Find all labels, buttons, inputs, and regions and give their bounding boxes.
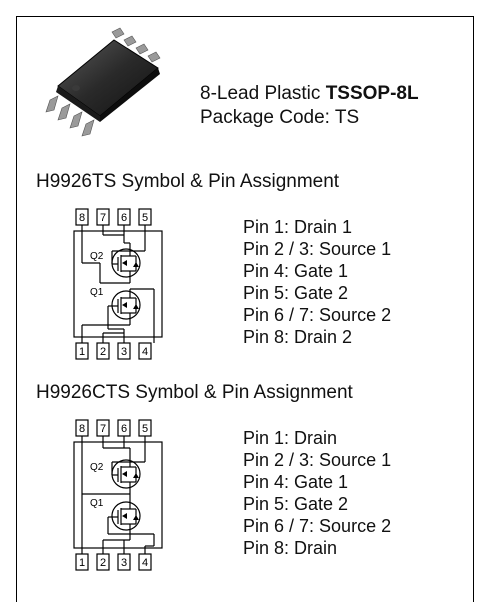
transistor-label-q2: Q2 [90, 251, 104, 262]
pin-label-1: 1 [79, 557, 85, 569]
pin-item: Pin 5: Gate 2 [243, 283, 349, 303]
pin-item: Pin 2 / 3: Source 1 [243, 450, 392, 470]
pin-label-4: 4 [142, 346, 148, 358]
pin-item: Pin 8: Drain 2 [243, 327, 353, 347]
pin-item: Pin 6 / 7: Source 2 [243, 305, 392, 325]
pin-label-3: 3 [121, 557, 127, 569]
package-description: 8-Lead Plastic TSSOP-8L Package Code: TS [200, 82, 419, 130]
pin-item: Pin 1: Drain 1 [243, 217, 353, 237]
pin-label-6: 6 [121, 423, 127, 435]
pin-label-3: 3 [121, 346, 127, 358]
pin-label-6: 6 [121, 212, 127, 224]
datasheet-frame [16, 16, 474, 602]
pinout-diagram-h9926ts: 8 7 6 5 1 2 3 4 Q2 Q1 [73, 208, 163, 360]
pin-label-1: 1 [79, 346, 85, 358]
pin-list-h9926ts: Pin 1: Drain 1 Pin 2 / 3: Source 1 Pin 4… [243, 216, 391, 348]
pin-label-5: 5 [142, 212, 148, 224]
pin-item: Pin 6 / 7: Source 2 [243, 516, 392, 536]
pin-list-h9926cts: Pin 1: Drain Pin 2 / 3: Source 1 Pin 4: … [243, 427, 391, 559]
section-title-h9926cts: H9926CTS Symbol & Pin Assignment [36, 382, 353, 403]
pin-label-2: 2 [100, 557, 106, 569]
transistor-label-q2: Q2 [90, 462, 104, 473]
tssop-package-image [45, 27, 161, 137]
package-type-name: TSSOP-8L [325, 83, 419, 104]
pin-label-2: 2 [100, 346, 106, 358]
transistor-label-q1: Q1 [90, 287, 104, 298]
pin-label-4: 4 [142, 557, 148, 569]
pin-label-8: 8 [79, 212, 85, 224]
transistor-label-q1: Q1 [90, 498, 104, 509]
pin-item: Pin 2 / 3: Source 1 [243, 239, 392, 259]
pin-item: Pin 5: Gate 2 [243, 494, 349, 514]
pin-label-8: 8 [79, 423, 85, 435]
pin-label-7: 7 [100, 423, 106, 435]
pin-item: Pin 8: Drain [243, 538, 338, 558]
section-title-h9926ts: H9926TS Symbol & Pin Assignment [36, 171, 340, 192]
pin-item: Pin 1: Drain [243, 428, 338, 448]
pin-label-5: 5 [142, 423, 148, 435]
pin-label-7: 7 [100, 212, 106, 224]
pin-item: Pin 4: Gate 1 [243, 472, 349, 492]
package-code-line: Package Code: TS [200, 107, 360, 128]
package-type-line: 8-Lead Plastic TSSOP-8L [200, 82, 419, 106]
pinout-diagram-h9926cts: 8 7 6 5 1 2 3 4 Q2 Q1 [73, 419, 163, 571]
pin-item: Pin 4: Gate 1 [243, 261, 349, 281]
package-type-prefix: 8-Lead Plastic [200, 83, 326, 104]
